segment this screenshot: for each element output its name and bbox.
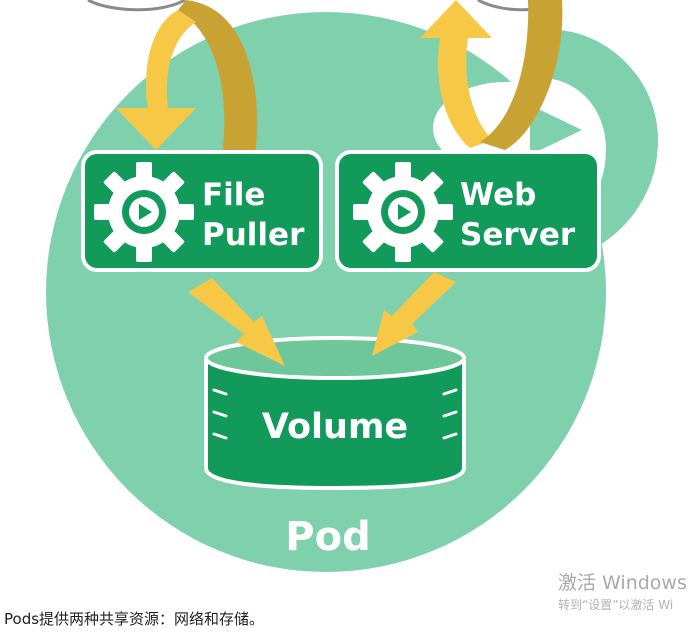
pod-loop-tab [545,30,658,248]
file-puller-label-line2: Puller [202,217,305,253]
activate-windows-watermark-title: 激活 Windows [558,572,687,594]
file-puller-loop-arrow [116,0,258,155]
pod-diagram: File Puller Web Server [46,0,658,572]
activate-windows-watermark-subtitle: 转到“设置”以激活 Wi [558,598,674,612]
file-puller-container: File Puller [81,150,323,272]
web-server-label-line2: Server [460,217,576,253]
pod-loop-arrowhead [530,105,582,155]
gear-play-icon [353,162,453,262]
figure-caption: Pods提供两种共享资源：网络和存储。 [4,610,265,628]
file-puller-label-line1: File [202,177,265,213]
network-cloud-outline-left [87,0,186,12]
volume-label: Volume [262,407,408,447]
pod-label: Pod [285,514,370,560]
web-server-container: Web Server [335,150,601,272]
gear-play-icon [94,162,194,262]
web-server-to-volume-arrow [372,272,456,356]
web-server-loop-arrow [420,0,563,150]
web-server-label-line1: Web [460,177,536,213]
volume-cylinder: Volume [204,336,466,491]
file-puller-to-volume-arrow [188,278,285,366]
